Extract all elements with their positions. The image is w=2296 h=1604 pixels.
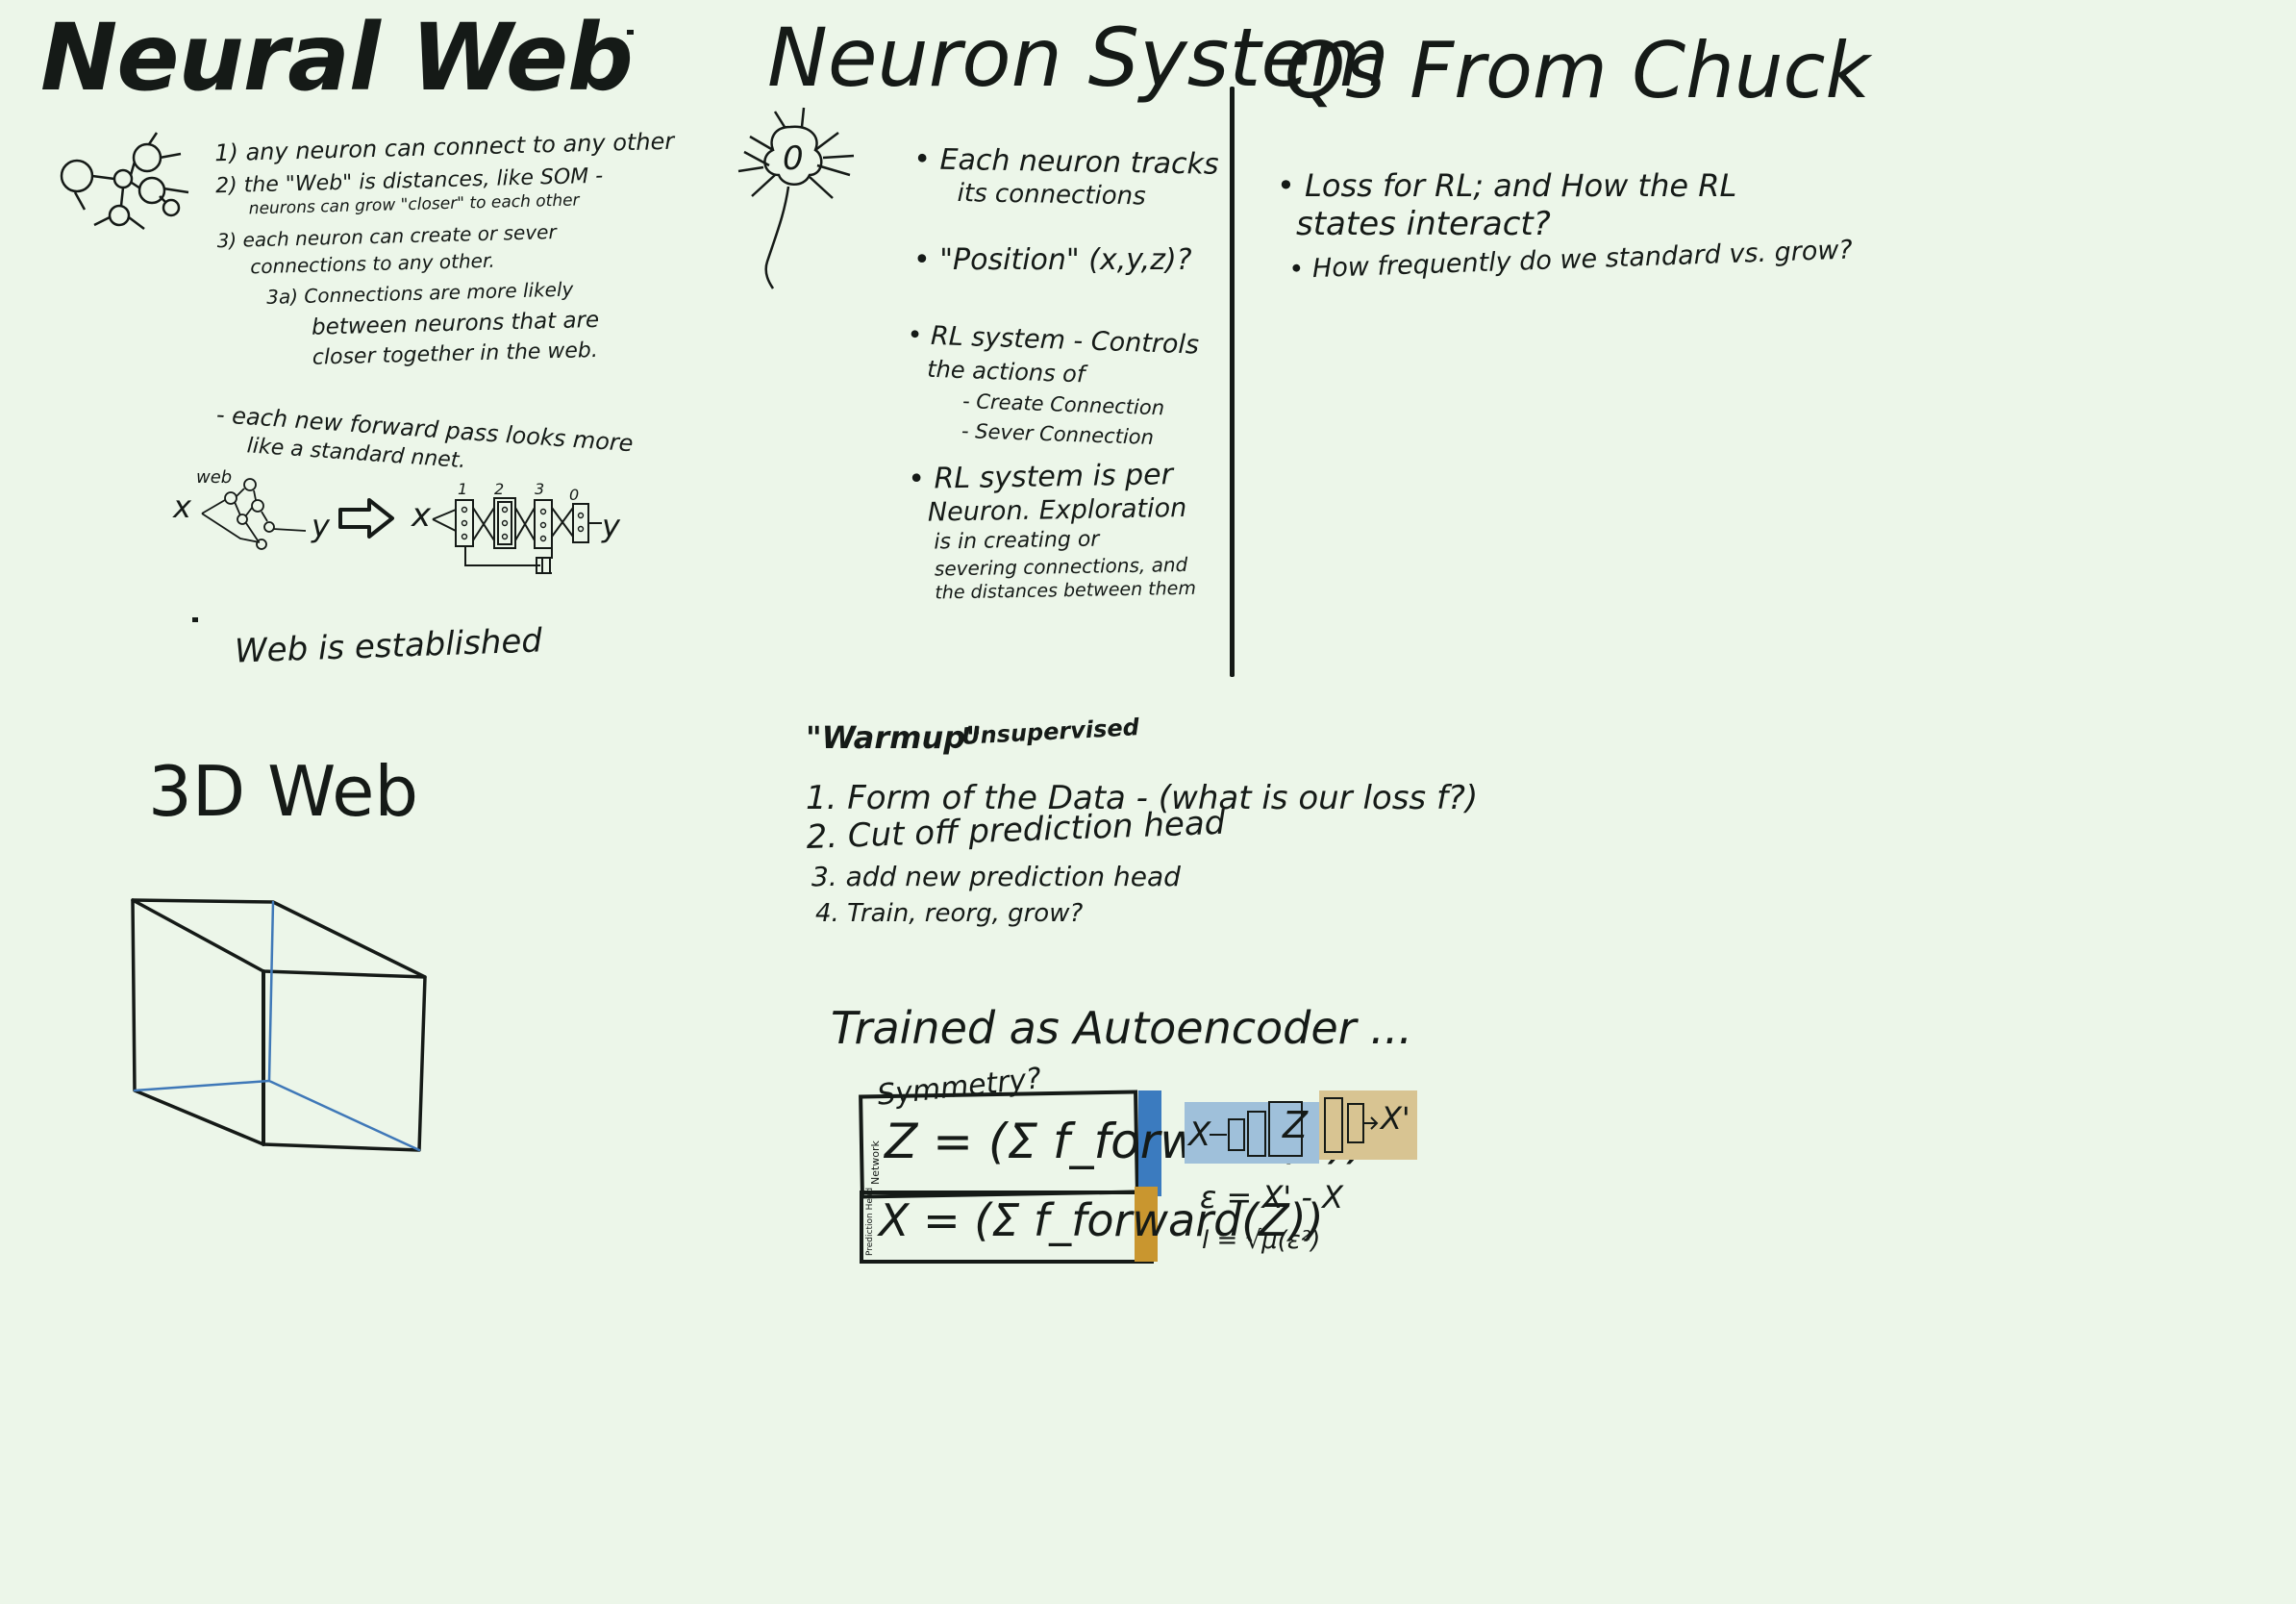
layer-number-0: 0 [569,486,580,504]
point-3-cont: connections to any other. [250,248,495,279]
autoencoder-input: X [1188,1115,1211,1154]
point-1: 1) any neuron can connect to any other [213,127,675,167]
warmup-title: "Warmup" [806,719,982,756]
neuron-bullet-4-line-2: Neuron. Exploration [927,492,1187,528]
layer-number-3: 3 [535,480,545,498]
neural-web-title: Neural Web [40,4,634,112]
autoencoder-output: X' [1381,1100,1410,1137]
neuron-bullet-3-line-1: • RL system - Controls [906,320,1200,361]
neuron-bullet-1-line-1: • Each neuron tracks [913,142,1219,182]
network-label: Network [869,1140,882,1185]
chuck-question-1-line-1: • Loss for RL; and How the RL [1277,167,1737,204]
web-established-note: Web is established [234,621,543,671]
warmup-steps: 1. Form of the Data - (what is our loss … [806,779,1479,928]
autoencoder-title: Trained as Autoencoder ... [831,1002,1413,1054]
nnet-input-x: x [412,496,432,535]
section-divider [1230,87,1235,677]
neuron-bullet-4-line-5: the distances between them [935,577,1197,604]
warmup-step-3: 3. add new prediction head [811,860,1181,892]
autoencoder-layers-sketch [1210,1097,1379,1157]
3d-cube-sketch [131,898,427,1152]
stray-dot-2 [192,617,198,622]
web-label: web [196,467,233,488]
transform-arrow-icon [338,498,394,539]
chuck-question-2: • How frequently do we standard vs. grow… [1287,235,1854,285]
decoder-color-bar [1135,1187,1158,1262]
point-3a: 3a) Connections are more likely [265,277,574,310]
web-input-x: x [173,489,191,525]
neuron-bullet-2: • "Position" (x,y,z)? [913,244,1192,276]
warmup-subtitle: Unsupervised [961,714,1140,750]
neuron-bullet-4-line-4: severing connections, and [934,552,1188,581]
web-output-y: y [312,508,330,544]
neuron-bullet-3-line-3: - Create Connection [961,389,1165,420]
neuron-bullet-2-line-1: • "Position" (x,y,z)? [913,243,1192,277]
neuron-system-title: Neuron System [767,11,1389,105]
web-graph-sketch [201,478,307,550]
neuron-bullet-4-line-3: is in creating or [934,527,1100,555]
neuron-bullet-3-line-4: - Sever Connection [961,419,1155,450]
neural-web-points: 1) any neuron can connect to any other 2… [213,127,680,372]
standard-nnet-sketch [432,497,602,574]
nnet-output-y: y [602,508,620,544]
neuron-bullet-4: • RL system is per Neuron. Exploration i… [907,458,1197,604]
prediction-head-label: Prediction Head [865,1187,875,1256]
chuck-question-1-line-2: states interact? [1296,205,1551,244]
warmup-step-1: 1. Form of the Data - (what is our loss … [806,779,1479,817]
layer-number-2: 2 [494,480,505,498]
stray-dot-1 [627,30,634,35]
web-3d-title: 3D Web [148,751,419,832]
autoencoder-latent: Z [1283,1104,1309,1146]
neuron-glyph: 0 [783,139,804,178]
point-3a-cont-2: closer together in the web. [312,338,599,370]
neuron-bullet-3: • RL system - Controls the actions of - … [904,320,1200,451]
layer-number-1: 1 [458,480,468,498]
neuron-bullet-4-line-1: • RL system is per [907,458,1174,496]
chuck-question-2-line-1: • How frequently do we standard vs. grow… [1287,235,1854,285]
neuron-sketch-icon: 0 [737,107,855,289]
prediction-equation: X = (Σ f_forward(Z)) [879,1194,1324,1246]
decoder-region [1319,1090,1417,1160]
encoder-color-bar [1138,1090,1161,1196]
chuck-question-1: • Loss for RL; and How the RL states int… [1277,167,1737,244]
warmup-step-4: 4. Train, reorg, grow? [815,898,1084,928]
neuron-bullet-3-line-2: the actions of [926,355,1086,388]
neuron-bullet-1: • Each neuron tracks its connections [912,142,1219,212]
loss-equation: l = √μ(ε²) [1202,1226,1321,1255]
error-equation: ε = X' - X [1200,1179,1343,1216]
neuron-cluster-sketch [60,132,189,230]
point-3a-cont-1: between neurons that are [311,308,600,340]
neuron-bullet-1-line-2: its connections [957,179,1146,212]
qs-from-chuck-title: Qs From Chuck [1285,26,1870,115]
